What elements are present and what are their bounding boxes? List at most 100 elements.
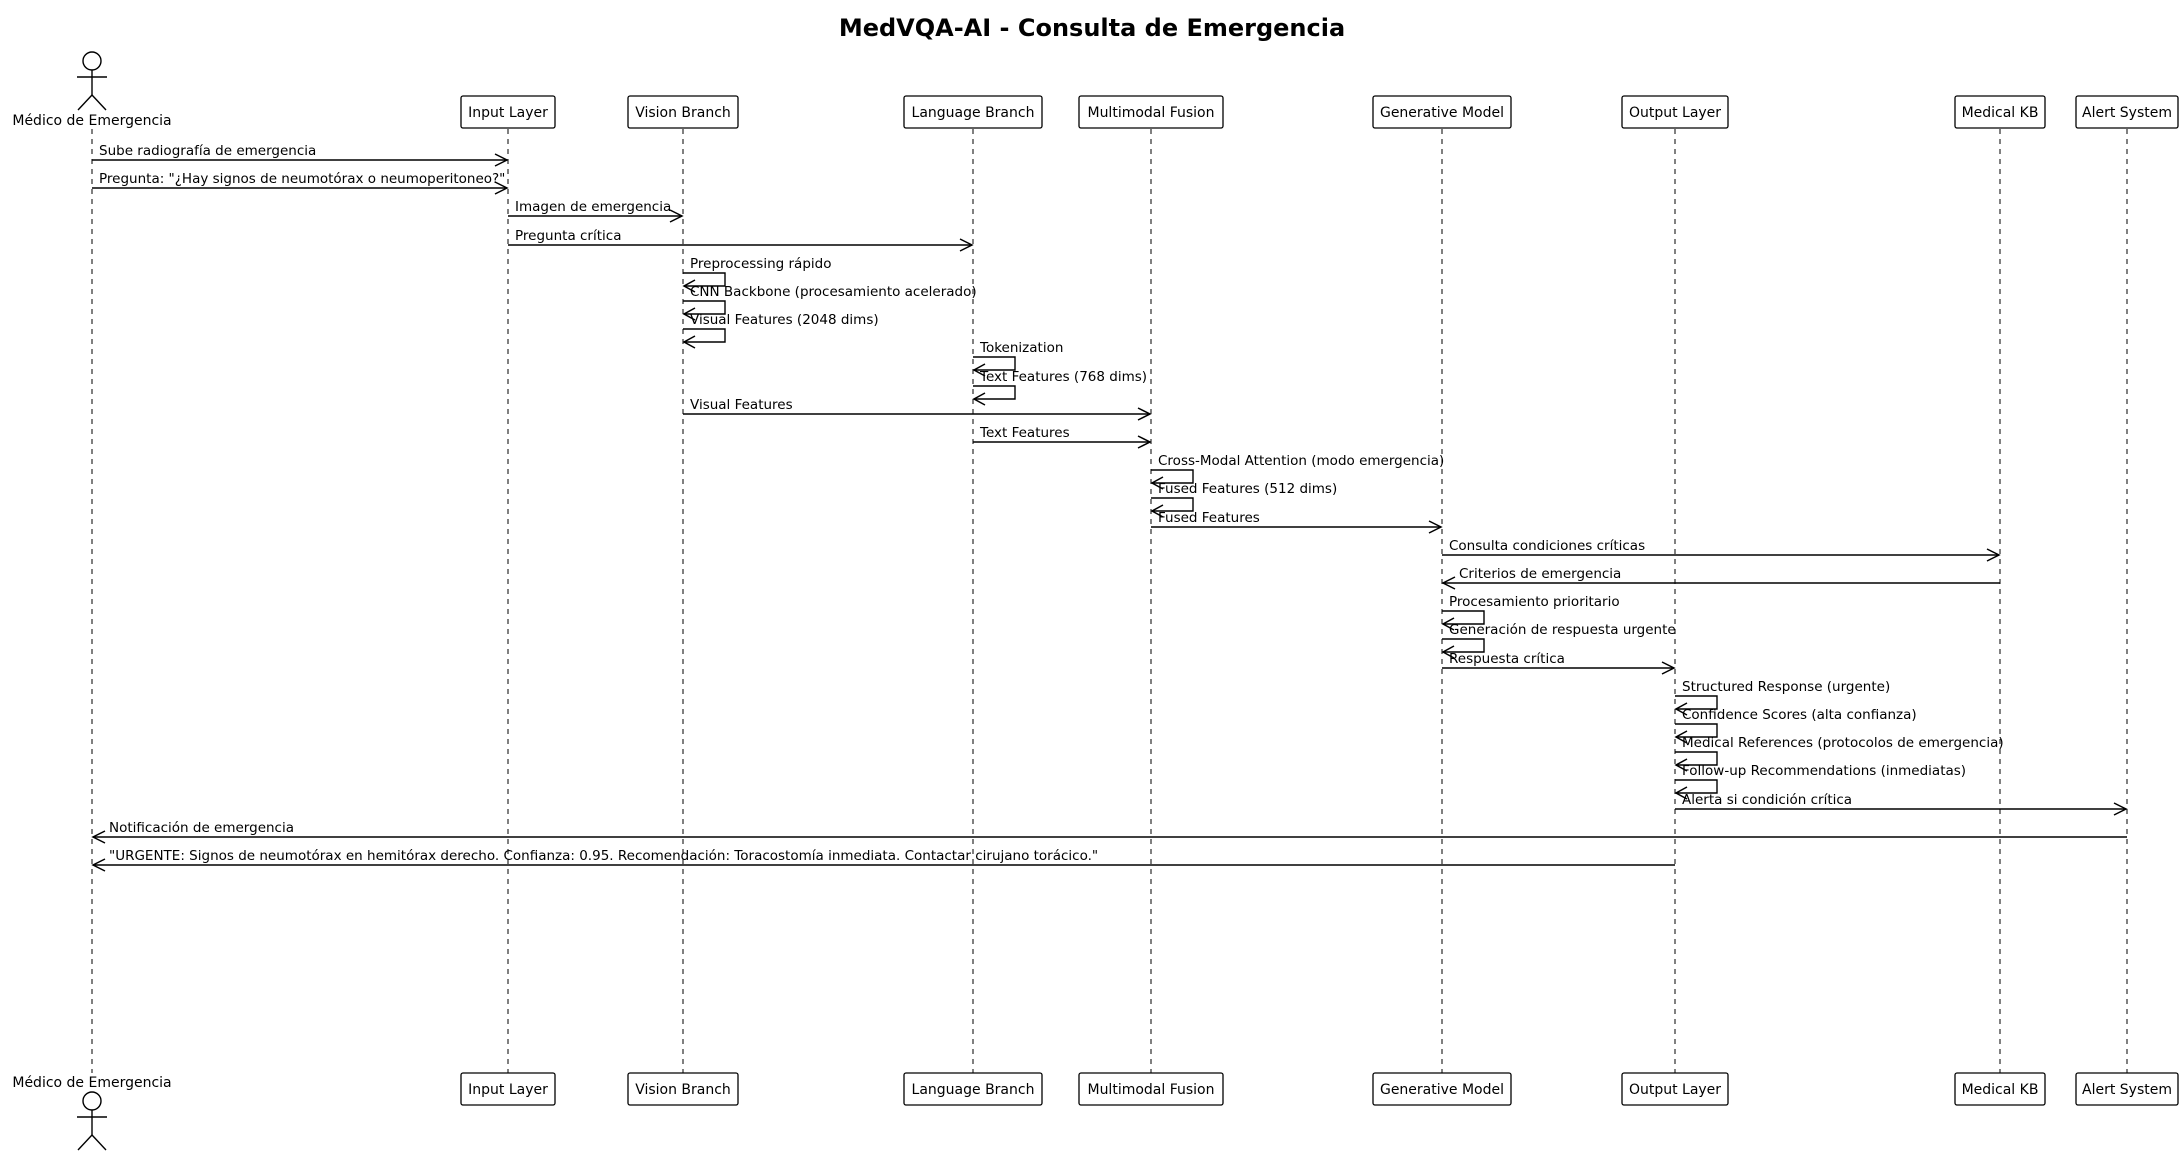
participant-vision-top: Vision Branch	[627, 95, 739, 129]
actor-figure-icon	[77, 1091, 107, 1151]
message-label: Text Features (768 dims)	[979, 369, 1147, 385]
arrowhead	[1674, 702, 1688, 716]
message-label: Text Features	[979, 425, 1070, 441]
participant-heads-bottom: Input Layer Vision Branch Language Branch M…	[12, 1072, 2179, 1151]
message-25: Notificación de emergencia	[91, 820, 2127, 844]
message-14: Fused Features	[1151, 510, 1443, 534]
arrowhead	[1150, 476, 1164, 490]
participant-label: Output Layer	[1629, 1082, 1721, 1098]
participant-input-bottom: Input Layer	[460, 1072, 556, 1106]
arrowhead	[2113, 802, 2128, 816]
participant-kb-top: Medical KB	[1954, 95, 2046, 129]
participant-box	[627, 1072, 739, 1106]
participant-box	[460, 95, 556, 129]
participant-box	[2075, 95, 2179, 129]
participant-label: Input Layer	[468, 1082, 548, 1098]
message-8: Tokenization	[972, 340, 1063, 377]
arrowhead	[1441, 576, 1456, 590]
arrowhead	[1674, 786, 1688, 800]
participant-vision-bottom: Vision Branch	[627, 1072, 739, 1106]
participant-box	[1372, 95, 1512, 129]
self-arrow	[1442, 638, 1485, 653]
message-label: Procesamiento prioritario	[1449, 594, 1620, 610]
message-22: Medical References (protocolos de emerge…	[1674, 735, 2004, 772]
message-17: Procesamiento prioritario	[1441, 594, 1620, 631]
message-9: Text Features (768 dims)	[972, 369, 1147, 406]
message-label: Confidence Scores (alta confianza)	[1682, 707, 1917, 723]
self-arrow	[1675, 695, 1718, 710]
arrowhead	[91, 830, 106, 844]
message-15: Consulta condiciones críticas	[1442, 538, 2001, 562]
participant-box	[1621, 95, 1729, 129]
participant-fusion-top: Multimodal Fusion	[1078, 95, 1224, 129]
message-12: Cross-Modal Attention (modo emergencia)	[1150, 453, 1444, 490]
message-26: "URGENTE: Signos de neumotórax en hemitó…	[91, 848, 1675, 872]
arrowhead	[1986, 548, 2001, 562]
diagram-title: MedVQA-AI - Consulta de Emergencia	[839, 14, 1345, 42]
self-arrow	[1151, 497, 1194, 512]
message-label: Generación de respuesta urgente	[1449, 622, 1676, 638]
participant-label: Multimodal Fusion	[1087, 105, 1214, 121]
message-label: Pregunta crítica	[515, 228, 621, 244]
participant-box	[903, 1072, 1043, 1106]
message-4: Pregunta crítica	[508, 228, 974, 252]
message-label: Consulta condiciones críticas	[1449, 538, 1645, 554]
participant-box	[1078, 95, 1224, 129]
self-arrow	[1675, 779, 1718, 794]
messages: Sube radiografía de emergenciaPregunta: …	[91, 143, 2128, 872]
message-23: Follow-up Recommendations (inmediatas)	[1674, 763, 1966, 800]
message-21: Confidence Scores (alta confianza)	[1674, 707, 1917, 744]
arrowhead	[669, 209, 684, 223]
self-arrow	[683, 300, 726, 315]
participant-label: Medical KB	[1962, 1082, 2039, 1098]
self-arrow	[973, 385, 1016, 400]
arrowhead	[682, 307, 696, 321]
self-arrow	[1675, 723, 1718, 738]
participant-label: Language Branch	[912, 1082, 1035, 1098]
message-label: Tokenization	[979, 340, 1063, 356]
self-arrow	[683, 328, 726, 343]
arrowhead	[972, 392, 986, 406]
participant-out-top: Output Layer	[1621, 95, 1729, 129]
message-16: Criterios de emergencia	[1441, 566, 2000, 590]
arrowhead	[1674, 758, 1688, 772]
arrowhead	[972, 363, 986, 377]
message-3: Imagen de emergencia	[508, 199, 684, 223]
actor-label: Médico de Emergencia	[12, 113, 171, 129]
message-label: Sube radiografía de emergencia	[99, 143, 316, 159]
self-arrow	[683, 272, 726, 287]
participant-label: Alert System	[2082, 1082, 2172, 1098]
arrowhead	[1428, 520, 1443, 534]
actor-figure-icon	[77, 51, 107, 111]
participant-lang-top: Language Branch	[903, 95, 1043, 129]
self-arrow	[1151, 469, 1194, 484]
message-11: Text Features	[973, 425, 1152, 449]
arrowhead	[682, 279, 696, 293]
lifelines	[91, 129, 2128, 1073]
participant-label: Vision Branch	[635, 105, 731, 121]
participant-box	[1954, 1072, 2046, 1106]
participant-kb-bottom: Medical KB	[1954, 1072, 2046, 1106]
participant-label: Language Branch	[912, 105, 1035, 121]
message-label: Criterios de emergencia	[1459, 566, 1621, 582]
participant-label: Input Layer	[468, 105, 548, 121]
message-20: Structured Response (urgente)	[1674, 679, 1890, 716]
message-label: Imagen de emergencia	[515, 199, 671, 215]
message-13: Fused Features (512 dims)	[1150, 481, 1337, 518]
participant-alert-top: Alert System	[2075, 95, 2179, 129]
message-18: Generación de respuesta urgente	[1441, 622, 1676, 659]
arrowhead	[494, 181, 509, 195]
participant-out-bottom: Output Layer	[1621, 1072, 1729, 1106]
self-arrow	[973, 356, 1016, 371]
message-label: Preprocessing rápido	[690, 256, 831, 272]
message-label: Follow-up Recommendations (inmediatas)	[1682, 763, 1966, 779]
participant-label: Medical KB	[1962, 105, 2039, 121]
arrowhead	[91, 858, 106, 872]
actor-top: Médico de Emergencia	[12, 51, 172, 129]
arrowhead	[1441, 645, 1455, 659]
message-19: Respuesta crítica	[1442, 651, 1676, 675]
message-6: CNN Backbone (procesamiento acelerado)	[682, 284, 977, 321]
participant-box	[627, 95, 739, 129]
message-label: Structured Response (urgente)	[1682, 679, 1890, 695]
